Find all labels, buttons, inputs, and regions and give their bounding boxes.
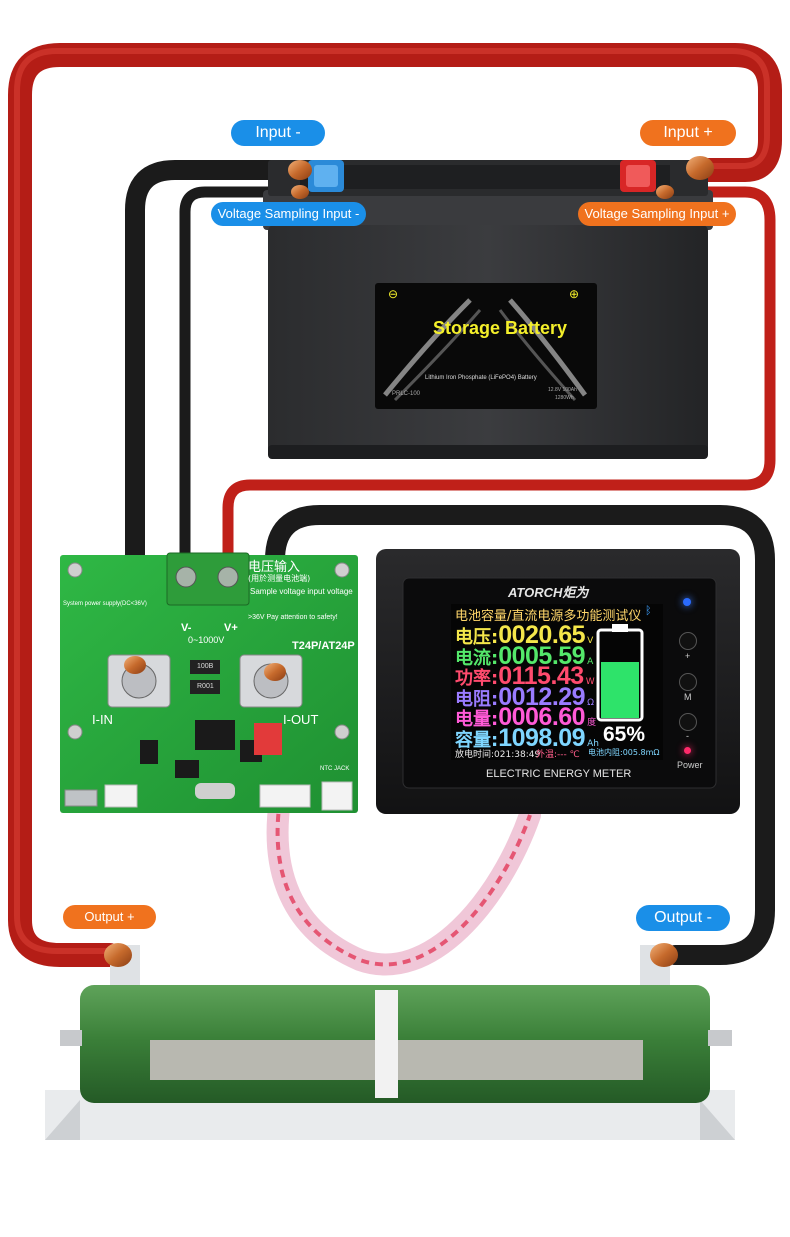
power-label: Power	[677, 760, 703, 770]
board-ntc: NTC JACK	[320, 766, 350, 772]
meter-row-unit: A	[587, 656, 594, 667]
board-res2: R001	[197, 683, 214, 690]
power-led	[684, 747, 691, 754]
meter-footer-ext: 外温:--- ℃	[536, 750, 580, 760]
meter-bottom-label: ELECTRIC ENERGY METER	[486, 768, 632, 780]
meter-row-value: 0020.65	[498, 621, 586, 649]
meter-row-unit: 度	[587, 718, 597, 728]
meter-percent: 65%	[603, 723, 646, 746]
board-res1: 100B	[197, 663, 214, 670]
ribbon-cable	[266, 789, 541, 976]
mode-button[interactable]	[679, 673, 697, 691]
plus-button-label: +	[685, 651, 691, 661]
meter-row-key: 电量:	[455, 709, 499, 730]
meter-row-unit: Ah	[587, 738, 599, 749]
board-v-plus: V+	[224, 622, 238, 634]
meter-header: 电池容量/直流电源多功能测试仪	[455, 609, 642, 624]
battery-subtitle: Lithium Iron Phosphate (LiFePO4) Battery	[425, 375, 537, 381]
meter-row-unit: V	[587, 636, 594, 646]
board-model: T24P/AT24P	[292, 640, 355, 652]
board-v-minus: V-	[181, 622, 192, 634]
label-output-minus: Output -	[636, 905, 730, 931]
board-warning: >36V Pay attention to safety!	[248, 614, 338, 621]
meter-row-key: 电流:	[455, 647, 499, 669]
meter-row-value: 0115.43	[498, 662, 584, 690]
red-wire-vsense	[222, 186, 776, 566]
bluetooth-led	[683, 598, 691, 606]
label-input-minus: Input -	[231, 120, 325, 146]
label-vsense-minus: Voltage Sampling Input -	[211, 202, 366, 226]
minus-button-label: -	[686, 731, 689, 741]
meter-brand: ATORCH炬为	[508, 582, 588, 601]
meter-row-value: 1098.09	[498, 723, 586, 752]
meter-footer-res: 电池内阻:005.8mΩ	[588, 748, 660, 757]
battery-spec-2: 1280Wh	[555, 395, 574, 401]
battery-title: Storage Battery	[433, 318, 568, 338]
black-wire-vsense	[179, 186, 306, 566]
board-cn-title: 电压输入	[248, 560, 301, 575]
board-supply: System power supply(DC<36V)	[63, 601, 147, 607]
board-i-out: I-OUT	[283, 712, 319, 727]
label-vsense-plus: Voltage Sampling Input +	[578, 202, 736, 226]
plus-button[interactable]	[679, 632, 697, 650]
sampling-board	[60, 552, 358, 813]
meter-row-key: 电压:	[455, 627, 499, 648]
board-cn-sub: (用於测量电池端)	[248, 574, 311, 583]
battery-minus-symbol: ⊖	[388, 287, 399, 301]
meter-row-unit: Ω	[587, 697, 594, 708]
meter-brand-en: ATORCH	[508, 585, 563, 600]
meter-row-value: 0006.60	[498, 703, 586, 731]
board-sample: Sample voltage input voltage	[250, 587, 353, 596]
black-wire-output	[265, 505, 775, 965]
battery-spec-1: 12.8V 100Ah	[548, 387, 577, 393]
label-input-plus: Input +	[640, 120, 736, 146]
meter-row-unit: W	[585, 677, 595, 687]
board-v-range: 0~1000V	[188, 635, 225, 645]
mode-button-label: M	[684, 692, 692, 702]
meter-brand-cn: 炬为	[562, 586, 589, 601]
meter-row-key: 电阻:	[455, 688, 499, 710]
battery-level-fill	[601, 662, 639, 718]
battery-plus-symbol: ⊕	[569, 287, 580, 301]
bluetooth-icon: ᛒ	[645, 605, 652, 617]
board-i-in: I-IN	[92, 712, 113, 727]
storage-battery	[263, 156, 714, 459]
meter-footer-time: 放电时间:021:38:49	[455, 750, 541, 760]
battery-model: PRLC-100	[392, 391, 421, 397]
label-output-plus: Output +	[63, 905, 156, 929]
minus-button[interactable]	[679, 713, 697, 731]
load-resistor	[45, 943, 735, 1140]
meter-row-key: 容量:	[455, 729, 499, 751]
meter-row-key: 功率:	[455, 668, 499, 689]
meter-row-value: 0012.29	[498, 682, 586, 711]
black-wire-input	[125, 160, 310, 670]
meter-row-value: 0005.59	[498, 641, 586, 670]
